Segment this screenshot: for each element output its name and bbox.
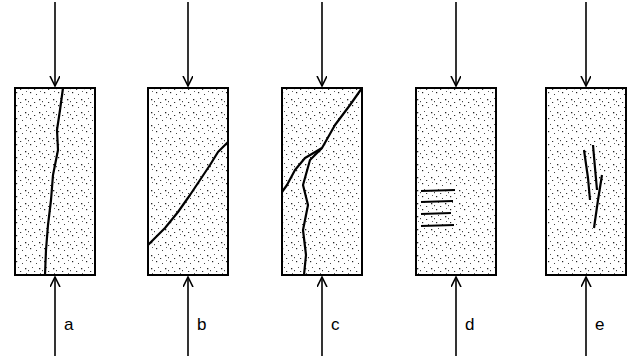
load-arrow [54,277,56,356]
load-arrow [187,277,189,356]
specimen-letter: d [465,316,474,333]
specimen-body [416,88,496,275]
load-arrow [455,2,457,86]
concrete-specimens [15,2,626,356]
load-arrow [321,2,323,86]
load-arrow [455,277,457,356]
specimen-letter: e [595,316,604,333]
specimen-body [282,88,362,275]
load-arrow [54,2,56,86]
load-arrow [321,277,323,356]
specimen-body [15,88,95,275]
specimen-letter: b [197,316,206,333]
specimen-letter: a [64,316,73,333]
specimen-letter: c [331,316,340,333]
load-arrow [187,2,189,86]
specimen-body [546,88,626,275]
load-arrow [585,2,587,86]
load-arrow [585,277,587,356]
specimen-body [148,88,228,275]
crack-lines [45,88,602,275]
